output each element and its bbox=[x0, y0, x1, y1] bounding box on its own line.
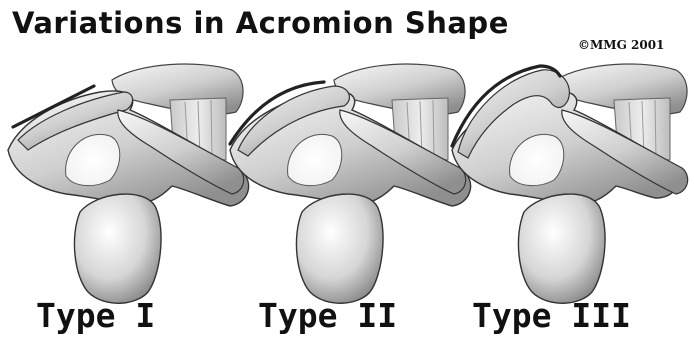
copyright-notice: ©MMG 2001 bbox=[578, 38, 665, 52]
diagram-title: Variations in Acromion Shape bbox=[12, 6, 509, 40]
type-2-label: Type II bbox=[258, 296, 398, 335]
type-1-label: Type I bbox=[36, 296, 156, 335]
type-3-label: Type III bbox=[472, 296, 631, 335]
shoulder-panel-type-1 bbox=[7, 63, 250, 304]
shoulder-panel-type-2 bbox=[228, 63, 472, 304]
shoulder-panel-type-3 bbox=[450, 63, 689, 304]
